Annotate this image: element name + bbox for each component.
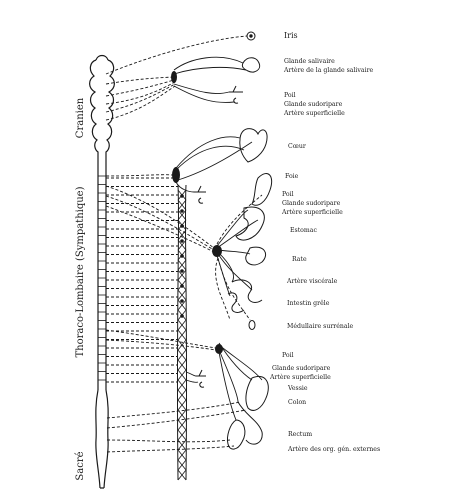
preganglionic-fibre bbox=[218, 258, 250, 320]
ciliary-ganglion bbox=[171, 71, 177, 83]
preganglionic-fibre bbox=[106, 330, 216, 348]
organs bbox=[194, 32, 272, 449]
chain-ganglion-dot bbox=[180, 254, 184, 258]
spinal-cord bbox=[90, 56, 115, 489]
label-poil-1: Poil bbox=[284, 92, 296, 99]
skin-glyph-1-icon bbox=[229, 86, 243, 103]
label-glande-sudoripare-2: Glande sudoripare bbox=[282, 200, 341, 207]
skin-glyph-3-icon bbox=[196, 370, 206, 387]
postganglionic-fibre bbox=[186, 372, 196, 376]
postganglionic-fibre bbox=[176, 137, 240, 168]
label-glande-sudoripare-1: Glande sudoripare bbox=[284, 101, 343, 108]
postganglionic-fibre bbox=[218, 254, 252, 290]
chain-ganglion-dot bbox=[180, 209, 184, 213]
preganglionic-fibre bbox=[106, 77, 174, 84]
preganglionic-fibre bbox=[107, 402, 240, 418]
label-poil-2: Poil bbox=[282, 191, 294, 198]
label-artere-superficielle-2: Artère superficielle bbox=[281, 209, 343, 216]
organ-labels: Iris Glande salivaire Artère de la gland… bbox=[269, 31, 380, 453]
chain-ganglion-dot bbox=[180, 284, 184, 288]
postganglionic-fibre bbox=[219, 345, 262, 380]
preganglionic-fibre bbox=[107, 446, 234, 452]
stomach-icon bbox=[236, 207, 264, 240]
region-label-thoraco: Thoraco-Lombaire (Sympathique) bbox=[75, 186, 86, 357]
postganglionic-fibre bbox=[174, 86, 234, 102]
iris-eye-icon bbox=[247, 32, 255, 40]
chain-ganglion-dot bbox=[180, 194, 184, 198]
label-glande-sudoripare-3: Glande sudoripare bbox=[272, 365, 331, 372]
preganglionic-fibre bbox=[106, 340, 216, 350]
rectum-icon bbox=[227, 420, 244, 449]
label-rectum: Rectum bbox=[288, 431, 312, 438]
heart-icon bbox=[240, 129, 267, 162]
preganglionic-fibre bbox=[217, 195, 262, 244]
label-artere-glande-salivaire: Artère de la glande salivaire bbox=[283, 67, 374, 74]
brain-stem bbox=[90, 56, 115, 171]
cord-shaft bbox=[98, 170, 106, 390]
postganglionic-fibre bbox=[217, 210, 248, 246]
label-vessie: Vessie bbox=[287, 385, 308, 392]
cord-sacral bbox=[96, 390, 108, 488]
label-artere-org-gen-externes: Artère des org. gén. externes bbox=[287, 446, 380, 453]
chain-ganglion-dot bbox=[180, 299, 184, 303]
label-glande-salivaire: Glande salivaire bbox=[284, 58, 335, 65]
label-artere-superficielle-1: Artère superficielle bbox=[283, 110, 345, 117]
chain-ganglion-dot bbox=[180, 239, 184, 243]
spleen-icon bbox=[246, 247, 266, 265]
label-estomac: Estomac bbox=[290, 227, 317, 234]
preganglionic-fibre bbox=[107, 440, 230, 442]
label-medullaire-surrenale: Médullaire surrénale bbox=[287, 323, 354, 330]
postganglionic-fibre bbox=[186, 380, 198, 382]
label-artere-superficielle-3: Artère superficielle bbox=[269, 374, 331, 381]
chain-ganglion-dot bbox=[180, 269, 184, 273]
chain-ganglion-dot bbox=[180, 314, 184, 318]
region-label-cranien: Cranien bbox=[75, 97, 86, 138]
postganglionic-fibre bbox=[218, 250, 250, 254]
label-rate: Rate bbox=[292, 256, 307, 263]
preganglionic-fibre bbox=[106, 175, 172, 176]
cord-segment-ticks bbox=[98, 176, 106, 380]
label-poil-3: Poil bbox=[282, 352, 294, 359]
bladder-icon bbox=[246, 376, 268, 410]
postganglionic-fibre bbox=[174, 67, 246, 74]
label-intestin-grele: Intestin grêle bbox=[287, 300, 330, 307]
postganglionic-fibre bbox=[174, 84, 229, 94]
preganglionic-fibre bbox=[107, 410, 246, 428]
chain-cross-links bbox=[178, 190, 186, 480]
label-coeur: Cœur bbox=[288, 143, 306, 150]
skin-glyph-2-icon bbox=[194, 186, 206, 203]
preganglionic-fibre bbox=[106, 196, 214, 250]
label-colon: Colon bbox=[288, 399, 306, 406]
label-iris: Iris bbox=[284, 31, 298, 40]
chain-ganglia bbox=[180, 194, 184, 318]
region-label-sacre: Sacré bbox=[75, 451, 86, 480]
label-artere-viscerale: Artère viscérale bbox=[286, 278, 338, 285]
label-foie: Foie bbox=[285, 173, 299, 180]
preganglionic-fibres bbox=[106, 36, 262, 452]
preganglionic-fibre bbox=[106, 86, 175, 120]
adrenal-gland-icon bbox=[249, 321, 255, 330]
